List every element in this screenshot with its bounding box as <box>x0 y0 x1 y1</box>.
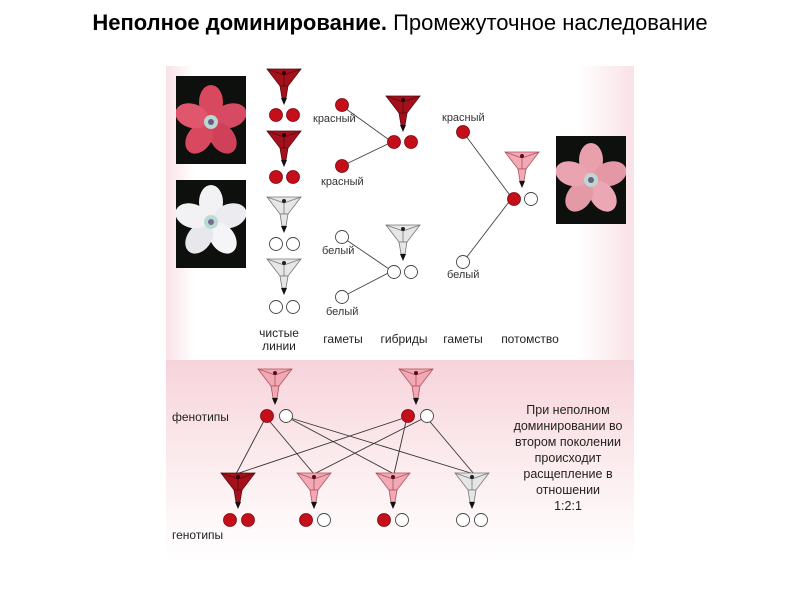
gamete-red-icon <box>335 159 349 173</box>
label-pure-lines-2: линии <box>262 339 296 353</box>
allele-white-icon <box>404 265 418 279</box>
allele-white-icon <box>279 409 293 423</box>
allele-white-icon <box>317 513 331 527</box>
flower-red-icon <box>266 68 302 106</box>
label-genotypes: генотипы <box>172 528 223 542</box>
hybrid-flower-red-icon <box>385 95 421 133</box>
gamete-white-icon <box>335 230 349 244</box>
label-white: белый <box>322 245 354 257</box>
f1-flower-pink-icon <box>398 368 434 406</box>
label-white: белый <box>326 306 358 318</box>
cross-lines-top <box>341 105 513 298</box>
allele-red-icon <box>286 108 300 122</box>
gamete-red-icon <box>335 98 349 112</box>
label-white: белый <box>447 269 479 281</box>
note-line: При неполном <box>526 403 610 417</box>
label-gametes-2: гаметы <box>443 332 482 346</box>
allele-white-icon <box>286 300 300 314</box>
label-red: красный <box>321 176 364 188</box>
flower-white-icon <box>266 196 302 234</box>
allele-red-icon <box>286 170 300 184</box>
label-red: красный <box>313 113 356 125</box>
hybrid-flower-white-icon <box>385 224 421 262</box>
page-title: Неполное доминирование. Промежуточное на… <box>0 10 800 36</box>
flower-red-icon <box>266 130 302 168</box>
white-flower-photo <box>176 180 246 268</box>
label-phenotypes: фенотипы <box>172 410 229 424</box>
ratio-note: При неполном доминировании во втором пок… <box>500 402 636 514</box>
cross-lines-f2 <box>235 416 475 475</box>
note-line: отношении <box>535 483 601 497</box>
gamete-white-icon <box>335 290 349 304</box>
note-line: 1:2:1 <box>554 499 582 513</box>
allele-white-icon <box>269 300 283 314</box>
note-line: втором поколении <box>515 435 621 449</box>
allele-red-icon <box>223 513 237 527</box>
allele-white-icon <box>474 513 488 527</box>
allele-white-icon <box>420 409 434 423</box>
label-hybrids: гибриды <box>381 332 428 346</box>
allele-white-icon <box>286 237 300 251</box>
red-flower-photo <box>176 76 246 164</box>
note-line: доминировании во <box>513 419 623 433</box>
f2-flower-red-icon <box>220 472 256 510</box>
f1-flower-pink-icon <box>257 368 293 406</box>
allele-white-icon <box>456 513 470 527</box>
allele-red-icon <box>269 108 283 122</box>
label-gametes: гаметы <box>323 332 362 346</box>
label-pure-lines: чистые <box>259 326 299 340</box>
allele-red-icon <box>387 135 401 149</box>
allele-red-icon <box>507 192 521 206</box>
label-offspring: потомство <box>501 332 559 346</box>
allele-red-icon <box>401 409 415 423</box>
allele-red-icon <box>269 170 283 184</box>
f2-flower-white-icon <box>454 472 490 510</box>
allele-white-icon <box>387 265 401 279</box>
f2-flower-pink-icon <box>296 472 332 510</box>
allele-white-icon <box>269 237 283 251</box>
flower-white-icon <box>266 258 302 296</box>
allele-red-icon <box>404 135 418 149</box>
allele-red-icon <box>241 513 255 527</box>
pink-flower-photo <box>556 136 626 224</box>
note-line: происходит <box>534 451 602 465</box>
allele-red-icon <box>299 513 313 527</box>
title-rest: Промежуточное наследование <box>393 10 708 35</box>
label-red: красный <box>442 112 485 124</box>
gamete-white-icon <box>456 255 470 269</box>
allele-white-icon <box>524 192 538 206</box>
f2-flower-pink-icon <box>375 472 411 510</box>
allele-red-icon <box>260 409 274 423</box>
f2-panel <box>166 360 634 560</box>
offspring-flower-pink-icon <box>504 151 540 189</box>
gamete-red-icon <box>456 125 470 139</box>
allele-white-icon <box>395 513 409 527</box>
title-bold: Неполное доминирование. <box>92 10 387 35</box>
allele-red-icon <box>377 513 391 527</box>
note-line: расщепление в <box>523 467 613 481</box>
